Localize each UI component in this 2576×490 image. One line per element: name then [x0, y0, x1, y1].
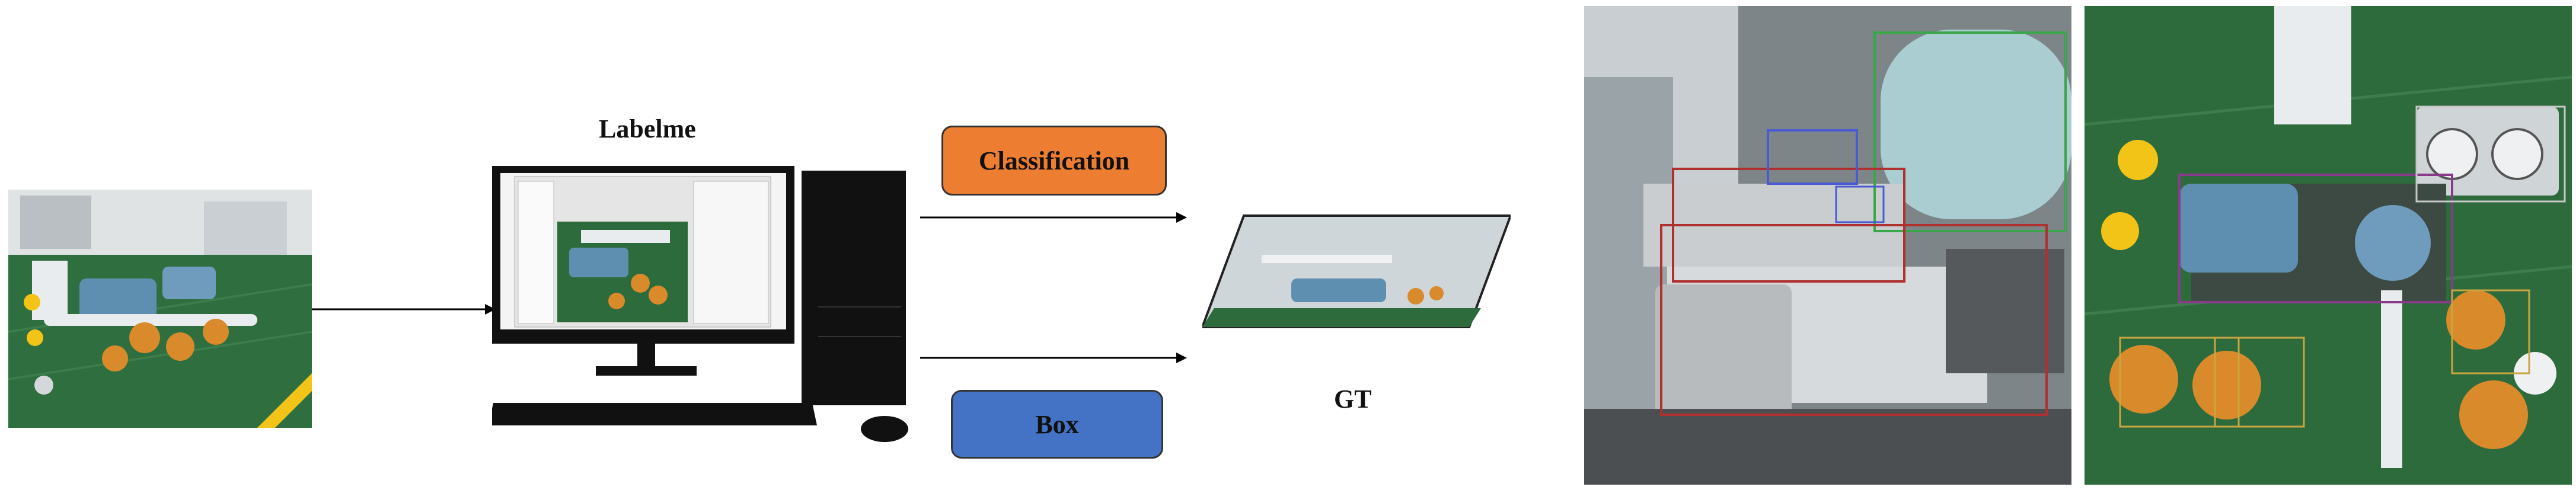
- box-label-pill: Box: [951, 390, 1163, 459]
- arrow-to-labelme: [312, 302, 496, 316]
- gt-label: GT: [1334, 385, 1372, 414]
- gt-image: [1202, 213, 1511, 329]
- annotated-photo-pumps: [2085, 6, 2572, 485]
- input-photo: [8, 190, 312, 428]
- annotated-photo-engine: [1584, 6, 2071, 485]
- labelme-title: Labelme: [599, 114, 696, 143]
- arrow-classification: [920, 210, 1187, 225]
- arrow-box: [920, 351, 1187, 365]
- computer-illustration: [492, 159, 919, 455]
- classification-box: Classification: [941, 126, 1167, 196]
